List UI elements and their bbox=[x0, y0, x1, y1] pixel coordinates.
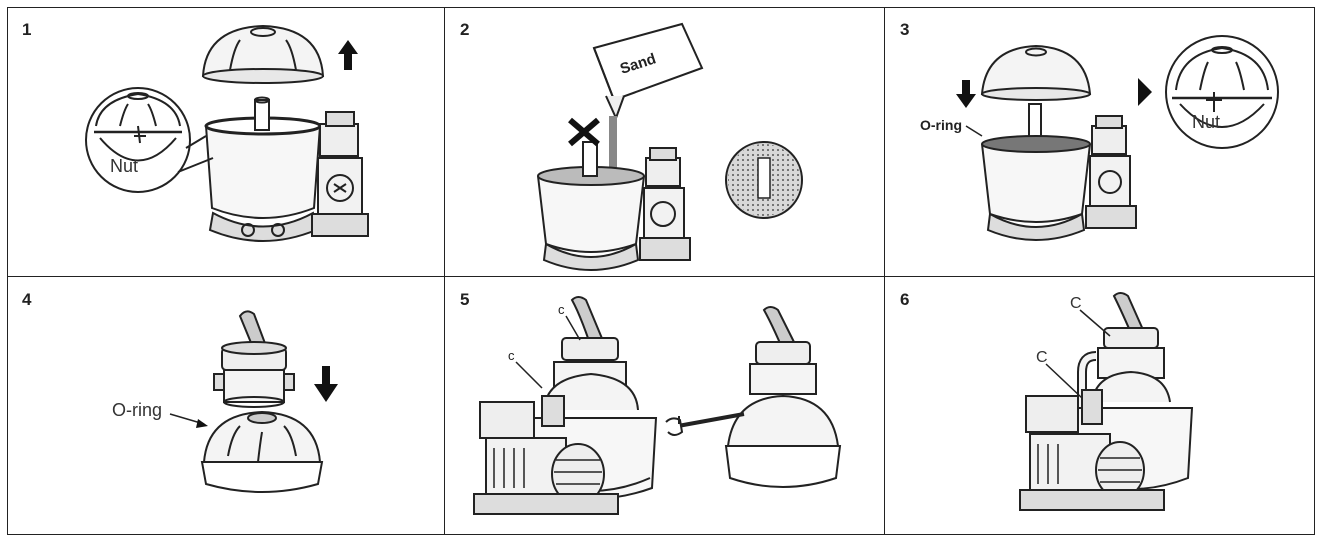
step-panel-1: 1 bbox=[8, 8, 444, 276]
oring-label: O-ring bbox=[112, 400, 162, 420]
oring-label: O-ring bbox=[920, 117, 962, 133]
clamp-label-c: c bbox=[508, 348, 515, 363]
nut-label: Nut bbox=[1192, 112, 1220, 132]
step-2-illustration: Sand bbox=[446, 8, 884, 276]
clamp-label-c: C bbox=[1036, 349, 1048, 366]
nut-label: Nut bbox=[110, 156, 138, 176]
step-5-illustration: c c bbox=[446, 278, 884, 535]
clamp-label-c: C bbox=[1070, 295, 1082, 312]
step-panel-6: 6 C bbox=[886, 278, 1314, 535]
arrow-down-icon bbox=[314, 366, 338, 402]
arrow-down-icon bbox=[956, 80, 976, 108]
grid-divider bbox=[444, 7, 445, 535]
step-panel-5: 5 bbox=[446, 278, 884, 535]
pointer-arrow-icon bbox=[1138, 78, 1152, 106]
step-4-illustration: O-ring bbox=[8, 278, 444, 535]
prohibited-x-icon bbox=[570, 120, 598, 144]
step-panel-3: 3 O-ring bbox=[886, 8, 1314, 276]
step-panel-4: 4 O-ring bbox=[8, 278, 444, 535]
sand-level-inset bbox=[726, 142, 802, 218]
arrow-up-icon bbox=[338, 40, 358, 70]
grid-divider bbox=[884, 7, 885, 535]
clamp-label-c: c bbox=[558, 302, 565, 317]
tick-mark bbox=[678, 416, 680, 424]
step-3-illustration: O-ring Nut bbox=[886, 8, 1314, 276]
step-6-illustration: C C bbox=[886, 278, 1314, 535]
step-1-illustration: Nut bbox=[8, 8, 444, 276]
grid-divider bbox=[7, 276, 1315, 277]
step-panel-2: 2 Sand bbox=[446, 8, 884, 276]
